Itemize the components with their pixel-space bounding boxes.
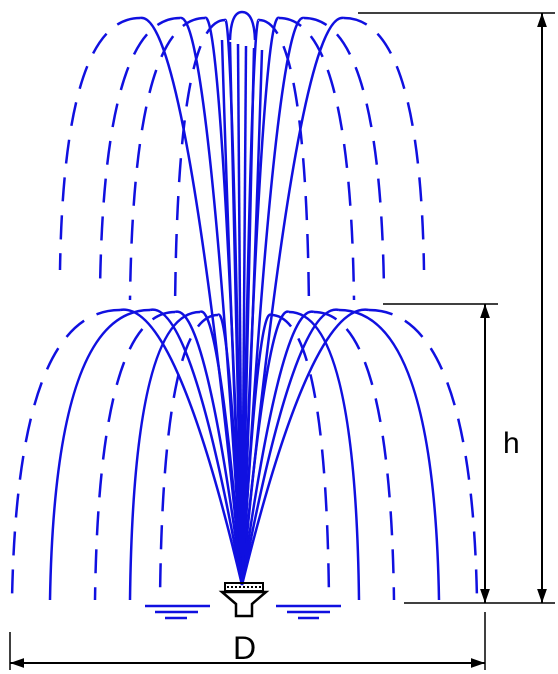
lower-jet-left-3-fall [128, 310, 201, 601]
lower-jet-left-2-rise [174, 310, 244, 586]
lower-jet-right-2-fall [313, 310, 396, 601]
upper-jet-right-0-rise [240, 16, 345, 586]
dimension-lines [9, 12, 555, 670]
water-jets [10, 10, 479, 601]
height-label: h [503, 427, 520, 460]
lower-jet-left-1-fall [48, 308, 151, 601]
inner-jet-4 [240, 47, 256, 586]
upper-jet-left-3-fall [173, 18, 226, 311]
fountain-nozzle-icon [218, 582, 270, 618]
upper-jet-right-1-fall [303, 16, 386, 291]
upper-jet-left-0-rise [139, 16, 244, 586]
upper-jet-right-0-fall [343, 16, 426, 271]
water-level-icon [145, 604, 341, 620]
lower-jet-right-4-fall [270, 313, 331, 601]
upper-jet-right-3-fall [258, 18, 311, 311]
lower-jet-left-2-fall [93, 310, 176, 601]
upper-jet-right-2-fall [278, 16, 356, 301]
lower-jet-right-3-fall [288, 310, 361, 601]
inner-jet-1 [228, 41, 244, 586]
inner-jet-0 [220, 39, 244, 586]
lower-jet-left-4-fall [158, 313, 219, 601]
upper-jet-left-0-fall [58, 16, 141, 271]
upper-jet-left-2-fall [128, 16, 206, 301]
center-jet [228, 10, 257, 41]
lower-jet-left-0-fall [10, 308, 121, 601]
upper-jet-left-1-fall [98, 16, 181, 291]
lower-jet-right-1-fall [338, 308, 441, 601]
lower-jet-right-1-rise [240, 308, 340, 586]
inner-jet-5 [240, 49, 264, 586]
lower-jet-right-0-fall [368, 308, 479, 601]
lower-jet-right-2-rise [240, 310, 315, 586]
lower-jet-left-3-rise [199, 310, 244, 586]
lower-jet-right-3-rise [240, 310, 290, 586]
diameter-label: D [233, 630, 256, 666]
lower-jet-left-1-rise [149, 308, 244, 586]
